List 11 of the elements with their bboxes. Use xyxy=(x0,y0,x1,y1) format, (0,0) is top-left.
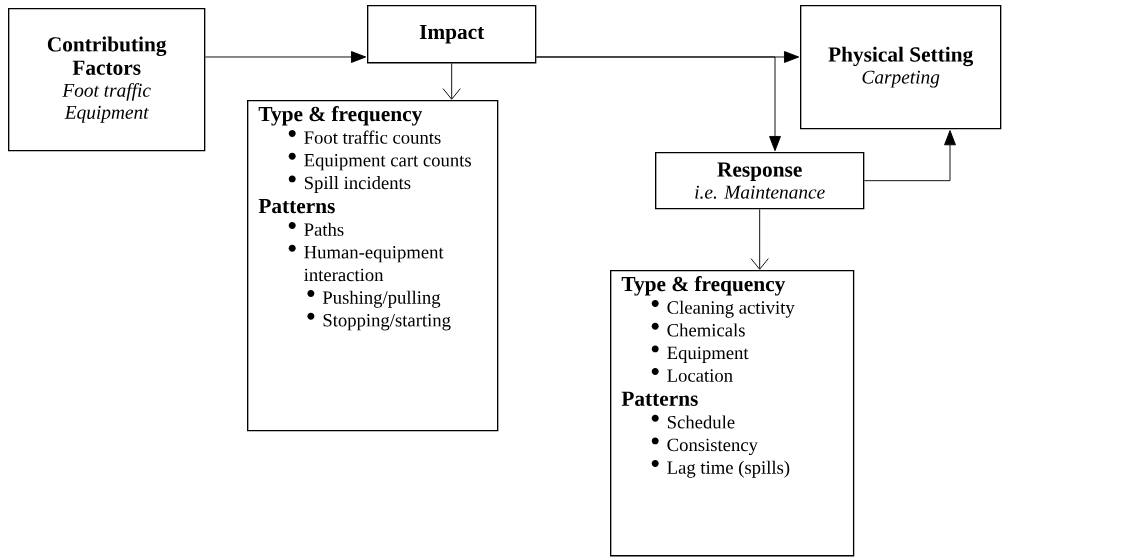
arrow xyxy=(750,208,769,270)
detail-box: Type & frequency Foot traffic counts Equipment cart counts Spill incidents Patterns Paths Human-equipment interaction Pushing/pulling Stopping/starting xyxy=(247,100,499,432)
arrow xyxy=(863,130,956,182)
process-box: Physical Setting Carpeting xyxy=(800,5,1002,130)
arrow xyxy=(442,62,461,100)
process-box: Contributing Factors Foot traffic Equipment xyxy=(8,8,206,152)
process-box: Response i.e. Maintenance xyxy=(655,152,865,210)
arrow xyxy=(204,51,367,63)
detail-box: Type & frequency Cleaning activity Chemicals Equipment Location Patterns Schedule Consistency Lag time (spills) xyxy=(610,270,855,557)
arrow xyxy=(535,56,781,152)
process-box: Impact xyxy=(367,5,537,64)
